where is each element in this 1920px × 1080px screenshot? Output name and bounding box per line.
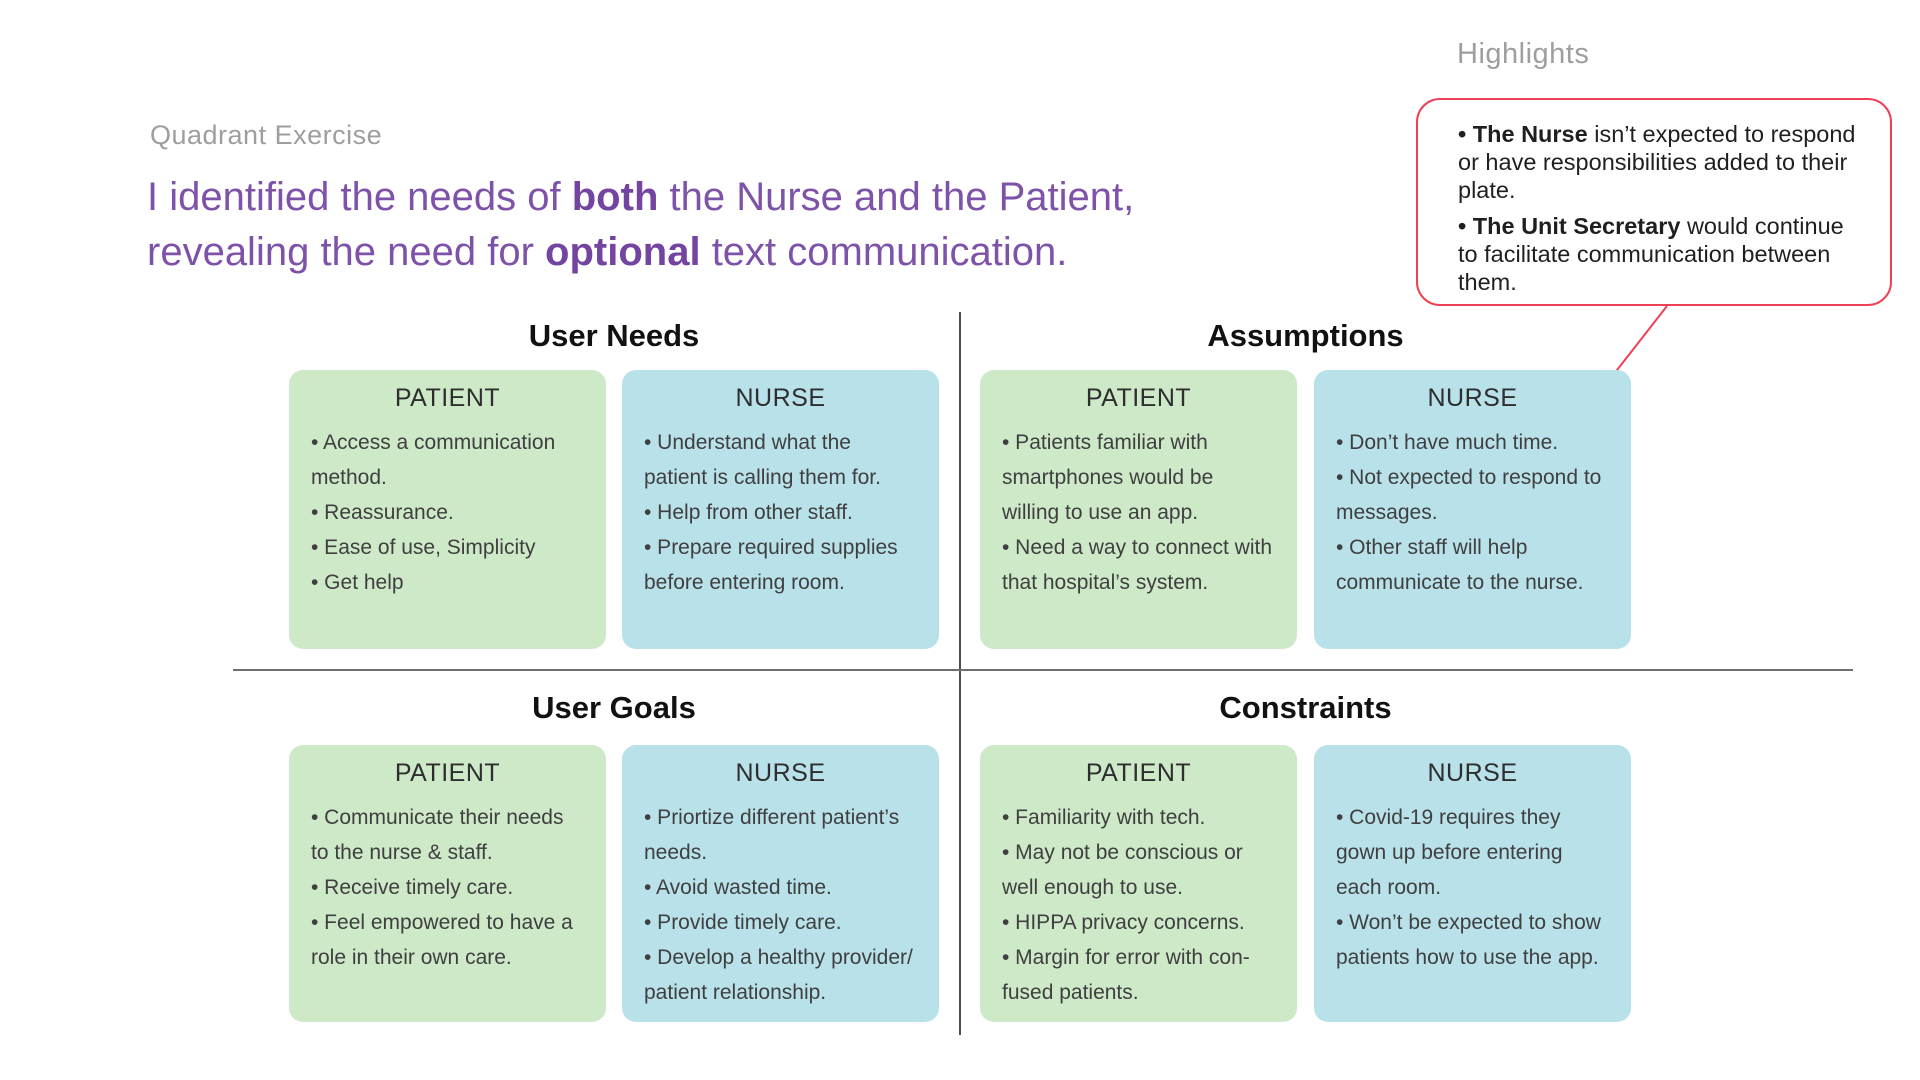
card-bullet: • Priortize different patient’s needs. <box>644 806 900 864</box>
card-bullet: • Provide timely care. <box>644 911 842 934</box>
quadrant-title-user-needs: User Needs <box>528 318 700 353</box>
headline-line-1: I identified the needs of both the Nurse… <box>147 170 1134 225</box>
callout-bullet-bold: • The Nurse <box>1458 121 1588 147</box>
callout-bullet-text: isn’t expected to respond or have respon… <box>1458 121 1856 203</box>
card-user-needs-nurse: NURSE • Understand what the patient is c… <box>622 370 939 649</box>
card-bullet: • Help from other staff. <box>644 501 853 524</box>
card-bullet: • Margin for error with con­fused patien… <box>1002 946 1250 1004</box>
card-constraints-patient: PATIENT • Familiarity with tech. • May n… <box>980 745 1297 1022</box>
card-role-header: PATIENT <box>1085 384 1192 412</box>
card-assumptions-nurse: NURSE • Don’t have much time. • Not expe… <box>1314 370 1631 649</box>
headline-text: I identified the needs of <box>147 175 572 219</box>
card-role-header: NURSE <box>1427 759 1518 787</box>
card-bullet: • Understand what the patient is calling… <box>644 431 881 489</box>
card-bullet: • Ease of use, Simplicity <box>311 536 536 559</box>
card-bullet: • Need a way to connect with that hospit… <box>1002 536 1272 594</box>
quadrant-title-constraints: Constraints <box>1219 690 1392 725</box>
card-bullet: • Get help <box>311 571 404 594</box>
card-user-goals-patient: PATIENT • Communicate their needs to the… <box>289 745 606 1022</box>
card-bullet: • HIPPA privacy concerns. <box>1002 911 1245 934</box>
headline: I identified the needs of both the Nurse… <box>147 170 1134 280</box>
card-bullet: • Develop a healthy provider/ patient re… <box>644 946 913 1004</box>
card-role-header: NURSE <box>735 384 826 412</box>
card-constraints-nurse: NURSE • Covid-19 requires they gown up b… <box>1314 745 1631 1022</box>
card-bullet: • Feel empowered to have a role in their… <box>311 911 573 969</box>
card-bullet: • Other staff will help communicate to t… <box>1336 536 1584 594</box>
card-bullet: • May not be conscious or well enough to… <box>1002 841 1243 899</box>
eyebrow-label: Quadrant Exercise <box>150 120 383 150</box>
card-bullet: • Avoid wasted time. <box>644 876 832 899</box>
card-role-header: NURSE <box>1427 384 1518 412</box>
card-bullet: • Access a communication method. <box>311 431 556 489</box>
headline-line-2: revealing the need for optional text com… <box>147 225 1134 280</box>
headline-text: the Nurse and the Patient, <box>658 175 1135 219</box>
callout-bullet: • The Unit Secretary would continue to f… <box>1458 212 1860 296</box>
card-bullet: • Communicate their needs to the nurse &… <box>311 806 564 864</box>
callout-bullet-text: would continue to facilitate communicati… <box>1458 213 1844 295</box>
card-role-header: NURSE <box>735 759 826 787</box>
card-bullet: • Patients familiar with smartphones wou… <box>1002 431 1214 524</box>
card-bullet: • Reassurance. <box>311 501 454 524</box>
callout-bullet: • The Nurse isn’t expected to respond or… <box>1458 120 1860 204</box>
headline-text: revealing the need for <box>147 230 546 274</box>
headline-text: text communication. <box>700 230 1068 274</box>
card-user-goals-nurse: NURSE • Priortize different patient’s ne… <box>622 745 939 1022</box>
quadrant-title-user-goals: User Goals <box>532 690 696 725</box>
card-bullet: • Covid-19 requires they gown up before … <box>1336 806 1563 899</box>
card-bullet: • Prepare required supplies before enter… <box>644 536 898 594</box>
card-assumptions-patient: PATIENT • Patients familiar with smartph… <box>980 370 1297 649</box>
card-bullet: • Receive timely care. <box>311 876 514 899</box>
card-bullet: • Familiarity with tech. <box>1002 806 1206 829</box>
headline-bold-both: both <box>571 175 659 219</box>
quadrant-title-assumptions: Assumptions <box>1207 318 1404 353</box>
headline-bold-optional: optional <box>545 230 701 274</box>
card-role-header: PATIENT <box>394 384 501 412</box>
divider-horizontal <box>233 669 1853 671</box>
card-bullet: • Don’t have much time. <box>1336 431 1559 454</box>
highlights-callout: • The Nurse isn’t expected to respond or… <box>1416 98 1892 306</box>
card-role-header: PATIENT <box>1085 759 1192 787</box>
card-user-needs-patient: PATIENT • Access a communication method.… <box>289 370 606 649</box>
card-role-header: PATIENT <box>394 759 501 787</box>
card-bullet: • Won’t be expected to show patients how… <box>1336 911 1601 969</box>
callout-bullet-bold: • The Unit Secretary <box>1458 213 1681 239</box>
highlights-label: Highlights <box>1457 38 1590 70</box>
divider-vertical <box>959 312 961 1035</box>
card-bullet: • Not expected to respond to messages. <box>1336 466 1602 524</box>
